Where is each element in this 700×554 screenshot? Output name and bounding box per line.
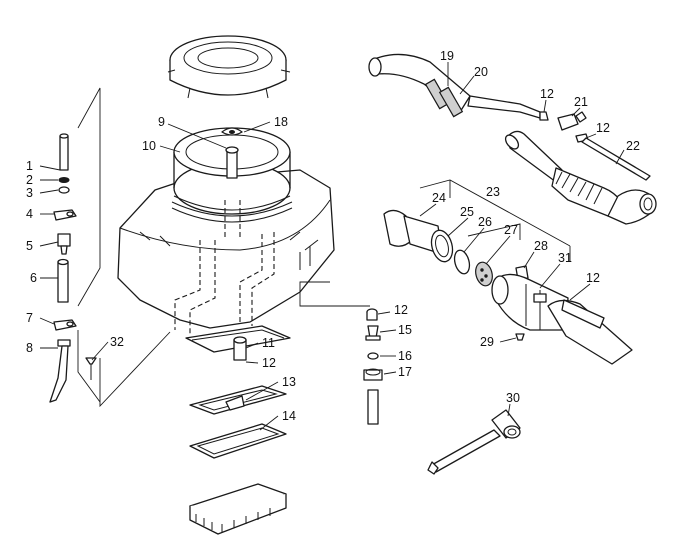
callout-24: 24: [432, 191, 446, 205]
callout-8: 8: [26, 341, 33, 355]
callout-22: 22: [626, 139, 640, 153]
gasket-13: [189, 385, 287, 415]
callout-12-upper: 12: [540, 87, 554, 101]
left-reference-line-2: [77, 330, 101, 403]
right-assembly: [383, 209, 633, 365]
callout-18: 18: [274, 115, 288, 129]
callout-23: 23: [486, 185, 500, 199]
callout-25: 25: [460, 205, 474, 219]
callout-13: 13: [282, 375, 296, 389]
center-fittings: [233, 308, 383, 425]
left-reference-line: [77, 87, 171, 408]
callout-21: 21: [574, 95, 588, 109]
airbox-body: [117, 127, 335, 334]
callout-31: 31: [558, 251, 572, 265]
callout-30: 30: [506, 391, 520, 405]
callout-5: 5: [26, 239, 33, 253]
seal-14: [189, 423, 287, 459]
callout-15: 15: [398, 323, 412, 337]
callout-28: 28: [534, 239, 548, 253]
callout-3: 3: [26, 186, 33, 200]
leader-lines: [39, 62, 625, 431]
plug-wrench: [427, 409, 521, 475]
callout-12-right: 12: [586, 271, 600, 285]
callout-29: 29: [480, 335, 494, 349]
callout-10: 10: [142, 139, 156, 153]
wing-nut: [221, 127, 243, 136]
callout-27: 27: [504, 223, 518, 237]
left-fittings: [49, 133, 97, 403]
callout-7: 7: [26, 311, 33, 325]
callout-32: 32: [110, 335, 124, 349]
airbox-lid: [167, 35, 291, 99]
callout-4: 4: [26, 207, 33, 221]
callout-12-lower: 12: [262, 356, 276, 370]
callout-16: 16: [398, 349, 412, 363]
center-bolt: [225, 146, 239, 179]
callout-labels: 1 2 3 4 5 6 7 8 9 10 11 12 13 14 12 15 1…: [26, 49, 640, 423]
flame-arrester: [189, 483, 287, 535]
callout-2: 2: [26, 173, 33, 187]
group-bracket-27: [467, 223, 521, 240]
center-reference-line: [299, 281, 370, 307]
callout-14: 14: [282, 409, 296, 423]
callout-20: 20: [474, 65, 488, 79]
callout-19: 19: [440, 49, 454, 63]
callout-6: 6: [30, 271, 37, 285]
group-bracket-23-ends: [449, 180, 571, 262]
upper-hose: [368, 53, 651, 181]
callout-17: 17: [398, 365, 412, 379]
callout-9: 9: [158, 115, 165, 129]
callout-12-center: 12: [394, 303, 408, 317]
callout-26: 26: [478, 215, 492, 229]
callout-1: 1: [26, 159, 33, 173]
corrugated-hose: [504, 130, 657, 225]
callout-11: 11: [262, 336, 275, 350]
callout-12-upper-right: 12: [596, 121, 610, 135]
